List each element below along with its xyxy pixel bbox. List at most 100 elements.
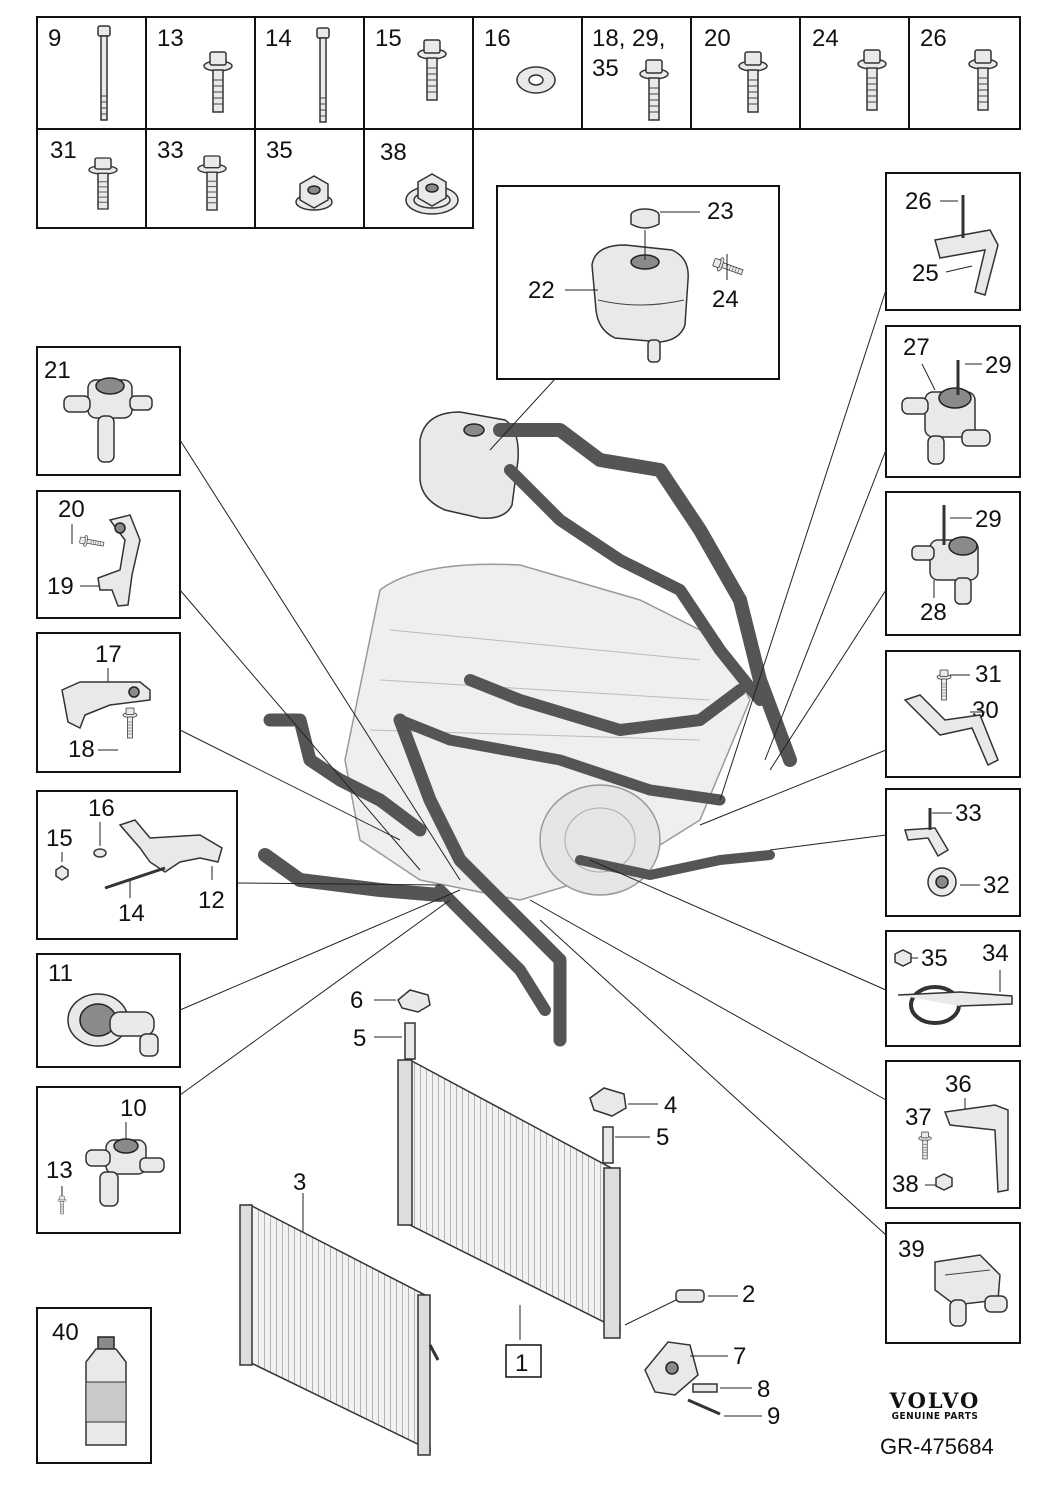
detail-box-10-13: 10 13 — [36, 1086, 181, 1234]
fastener-14-label: 14 — [265, 25, 292, 52]
callout-9: 9 — [767, 1403, 780, 1430]
screw-8-icon — [692, 1383, 718, 1393]
reference-number: GR-475684 — [880, 1434, 994, 1459]
fastener-33-label: 33 — [157, 137, 184, 164]
callout-7: 7 — [733, 1343, 746, 1370]
nut-38-icon — [405, 173, 459, 215]
callout-21: 21 — [44, 357, 71, 384]
bracket-36-icon — [918, 1104, 1009, 1193]
fastener-13-label: 13 — [157, 25, 184, 52]
fastener-35-label: 35 — [592, 55, 619, 82]
bracket-17-icon — [61, 681, 151, 739]
bracket-19-icon — [78, 514, 141, 607]
expansion-tank-box: 23 22 24 — [496, 185, 780, 380]
fastener-9-label: 9 — [48, 25, 61, 52]
tank-cap-icon — [630, 208, 660, 229]
detail-box-32-33: 33 32 — [885, 788, 1021, 917]
detail-box-28-29: 29 28 — [885, 491, 1021, 636]
callout-3: 3 — [293, 1169, 306, 1196]
radiator-1: 1 — [397, 1058, 621, 1378]
callout-17: 17 — [95, 641, 122, 668]
bolt-9-small-icon — [687, 1398, 721, 1416]
detail-box-40: 40 — [36, 1307, 152, 1464]
callout-32: 32 — [983, 872, 1010, 899]
detail-box-12-16: 16 15 14 12 — [36, 790, 238, 940]
callout-39: 39 — [898, 1236, 925, 1263]
fastener-24-label: 24 — [812, 25, 839, 52]
mount-6-icon — [397, 989, 431, 1060]
engine-expansion-tank — [419, 411, 519, 519]
callout-31: 31 — [975, 661, 1002, 688]
fastener-grid-row-1: 9 13 14 15 16 18, 29, 35 20 24 26 — [36, 16, 1021, 130]
callout-35: 35 — [921, 945, 948, 972]
detail-box-21: 21 — [36, 346, 181, 476]
callout-11: 11 — [48, 960, 73, 987]
detail-box-36-38: 36 37 38 — [885, 1060, 1021, 1209]
valve-27-icon — [901, 360, 991, 465]
valve-10-icon — [57, 1138, 165, 1215]
detail-box-30-31: 31 30 — [885, 650, 1021, 778]
volvo-logo: VOLVO GENUINE PARTS — [870, 1388, 1000, 1422]
washer-16-icon — [516, 66, 556, 94]
detail-box-17-18: 17 18 — [36, 632, 181, 773]
callout-37: 37 — [905, 1104, 932, 1131]
callout-20: 20 — [58, 496, 85, 523]
mount-4-icon — [589, 1087, 627, 1164]
callout-40: 40 — [52, 1319, 79, 1346]
callout-1: 1 — [515, 1350, 528, 1377]
callout-16: 16 — [88, 795, 115, 822]
brand-tagline: GENUINE PARTS — [891, 1411, 979, 1422]
callout-4: 4 — [664, 1092, 677, 1119]
callout-12: 12 — [198, 887, 225, 914]
callout-10: 10 — [120, 1095, 147, 1122]
fastener-18-29-label: 18, 29, — [592, 25, 665, 52]
callout-13b: 13 — [46, 1157, 73, 1184]
fastener-grid-row-2: 31 33 35 38 — [36, 128, 474, 229]
fastener-16-label: 16 — [484, 25, 511, 52]
bracket-25-icon — [934, 195, 999, 296]
fastener-31-label: 31 — [50, 137, 77, 164]
callout-19: 19 — [47, 573, 74, 600]
callout-24: 24 — [712, 286, 739, 313]
detail-box-39: 39 — [885, 1222, 1021, 1344]
valve-28-icon — [911, 505, 979, 605]
detail-box-34-35: 35 34 — [885, 930, 1021, 1047]
fastener-20-label: 20 — [704, 25, 731, 52]
fastener-35b-label: 35 — [266, 137, 293, 164]
callout-6: 6 — [350, 987, 363, 1014]
callout-27: 27 — [903, 334, 930, 361]
callout-2: 2 — [742, 1281, 755, 1308]
callout-25: 25 — [912, 260, 939, 287]
detail-box-19-20: 20 19 — [36, 490, 181, 619]
callout-29a: 29 — [985, 352, 1012, 379]
callout-36: 36 — [945, 1071, 972, 1098]
sensor-32-icon — [904, 808, 957, 897]
callout-5a: 5 — [353, 1025, 366, 1052]
assembly-leader-lines — [179, 289, 887, 1236]
condenser-3: 3 — [239, 1169, 440, 1456]
callout-5b: 5 — [656, 1124, 669, 1151]
detail-box-11: 11 — [36, 953, 181, 1068]
auxiliary-pump-39-icon — [934, 1254, 1008, 1327]
callout-22: 22 — [528, 277, 555, 304]
callout-29b: 29 — [975, 506, 1002, 533]
callout-28: 28 — [920, 599, 947, 626]
bracket-30-icon — [903, 669, 999, 767]
valve-21-icon — [63, 377, 153, 463]
callout-38: 38 — [892, 1171, 919, 1198]
bracket-12-icon — [55, 819, 223, 890]
callout-18: 18 — [68, 736, 95, 763]
fastener-26-label: 26 — [920, 25, 947, 52]
fastener-15-label: 15 — [375, 25, 402, 52]
expansion-tank-icon — [591, 244, 689, 363]
coolant-hoses — [258, 423, 797, 1047]
callout-14: 14 — [118, 900, 145, 927]
fastener-38-label: 38 — [380, 139, 407, 166]
detail-box-25-26: 26 25 — [885, 172, 1021, 311]
detail-box-27-29: 27 29 — [885, 325, 1021, 478]
callout-15: 15 — [46, 825, 73, 852]
drain-bracket-7-icon — [644, 1341, 699, 1396]
callout-34: 34 — [982, 940, 1009, 967]
sensor-2-icon — [675, 1289, 705, 1303]
